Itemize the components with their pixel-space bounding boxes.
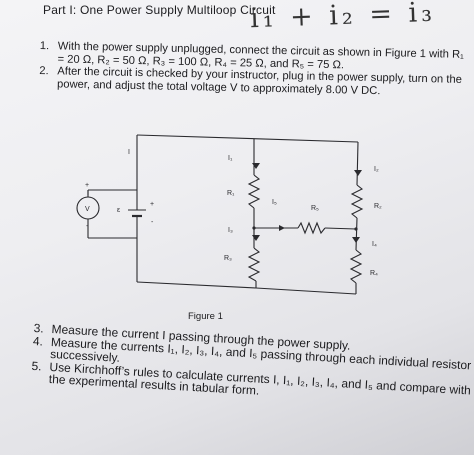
resistor-r4 [349,249,363,284]
label-i: I [128,149,130,156]
step-number: 5. [31,358,42,373]
arrow-i3 [252,235,260,241]
label-plus-meter: + [85,182,89,189]
resistor-r1 [247,174,261,209]
resistor-r3 [247,247,261,282]
resistor-r2 [350,184,364,219]
label-i2: I₂ [374,166,379,173]
bottom-wire-right [255,287,357,295]
r5-wire-right [324,227,357,230]
label-i5: I₅ [272,199,277,206]
arrow-i2 [354,170,362,176]
junction-right [354,227,358,231]
label-r4: R₄ [370,270,378,277]
label-i3: I₃ [228,227,233,234]
label-emf: ε [117,207,120,214]
label-r1: R₁ [227,190,235,197]
label-r3: R₃ [224,255,232,262]
label-minus-battery: - [151,219,154,226]
label-plus-battery: + [150,201,154,208]
label-r5: R₅ [311,205,319,212]
figure-caption: Figure 1 [188,311,223,322]
arrow-i5 [279,225,285,231]
arrow-i4 [352,237,360,243]
label-minus-meter: - [86,223,89,230]
top-wire [136,134,359,143]
junction-left [252,226,256,230]
bottom-wire-left [136,281,257,289]
label-r2: R₂ [374,203,382,210]
arrow-i1 [252,163,260,169]
resistor-r5 [297,221,326,235]
right-wire-middle [355,217,358,251]
page-title: Part I: One Power Supply Multiloop Circu… [43,3,276,17]
label-v: V [85,206,90,213]
step-number: 4. [32,333,44,349]
label-i4: I₄ [372,241,377,248]
right-wire-top [356,141,359,186]
label-i1: I₁ [228,155,233,162]
